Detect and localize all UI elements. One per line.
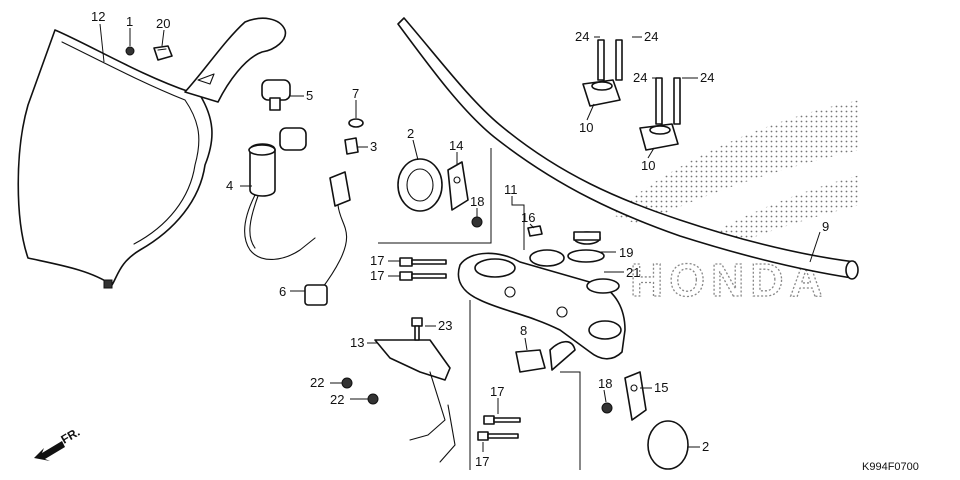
callout-17-c: 17 <box>490 384 504 399</box>
handlebar-holder-10-upper <box>582 39 623 107</box>
callout-24-d: 24 <box>700 70 714 85</box>
callout-17-d: 17 <box>475 454 489 469</box>
nut-22-lower <box>367 393 379 405</box>
callout-7: 7 <box>352 86 359 101</box>
callout-17-b: 17 <box>370 268 384 283</box>
cap-2-top <box>397 158 443 212</box>
callout-6: 6 <box>279 284 286 299</box>
washer-21 <box>567 249 605 263</box>
callout-22-a: 22 <box>310 375 324 390</box>
callout-19: 19 <box>619 245 633 260</box>
callout-2-top: 2 <box>407 126 414 141</box>
nut-19 <box>573 231 601 245</box>
callout-10-lower: 10 <box>641 158 655 173</box>
callout-24-b: 24 <box>644 29 658 44</box>
nut-22-upper <box>341 377 353 389</box>
group-frame <box>378 148 492 244</box>
inset-detail <box>560 371 689 470</box>
callout-15: 15 <box>654 380 668 395</box>
callout-18-top: 18 <box>470 194 484 209</box>
front-direction-arrow: FR. <box>34 425 82 461</box>
socket-6 <box>304 171 351 306</box>
handlebar-9 <box>397 17 859 280</box>
ignition-switch-4 <box>244 127 316 260</box>
clip-20 <box>153 45 173 61</box>
callout-16: 16 <box>521 210 535 225</box>
callout-20: 20 <box>156 16 170 31</box>
callout-12: 12 <box>91 9 105 24</box>
bolts-17-left <box>399 257 447 281</box>
grommet-1 <box>125 46 135 56</box>
callout-labels: 12 1 20 5 4 6 7 3 2 14 18 11 16 19 21 17… <box>91 9 829 469</box>
callout-13: 13 <box>350 335 364 350</box>
number-plate <box>17 17 287 289</box>
callout-9: 9 <box>822 219 829 234</box>
callout-22-b: 22 <box>330 392 344 407</box>
callout-24-a: 24 <box>575 29 589 44</box>
rubber-cap-3 <box>344 137 359 155</box>
bolt-23 <box>411 317 423 341</box>
callout-8: 8 <box>520 323 527 338</box>
washer-7 <box>348 118 364 128</box>
callout-10-upper: 10 <box>579 120 593 135</box>
callout-5: 5 <box>306 88 313 103</box>
drawing-code: K994F0700 <box>862 461 919 473</box>
ignition-key-5 <box>261 79 291 111</box>
callout-11: 11 <box>504 182 518 197</box>
callout-23: 23 <box>438 318 452 333</box>
bracket-14 <box>447 161 469 211</box>
callout-4: 4 <box>226 178 233 193</box>
handlebar-holder-10-lower <box>639 77 681 151</box>
callout-17-a: 17 <box>370 253 384 268</box>
callout-21: 21 <box>626 265 640 280</box>
callout-18-bottom: 18 <box>598 376 612 391</box>
clamp-8 <box>515 340 576 373</box>
callout-14: 14 <box>449 138 463 153</box>
leader-lines <box>99 23 821 452</box>
callout-3: 3 <box>370 139 377 154</box>
top-bridge-11 <box>457 249 626 360</box>
bracket-13 <box>374 339 456 463</box>
callout-24-c: 24 <box>633 70 647 85</box>
bolts-17-lower <box>477 415 521 441</box>
key-16 <box>527 225 543 237</box>
nut-18-top <box>471 216 483 228</box>
callout-1: 1 <box>126 14 133 29</box>
callout-2-bottom: 2 <box>702 439 709 454</box>
